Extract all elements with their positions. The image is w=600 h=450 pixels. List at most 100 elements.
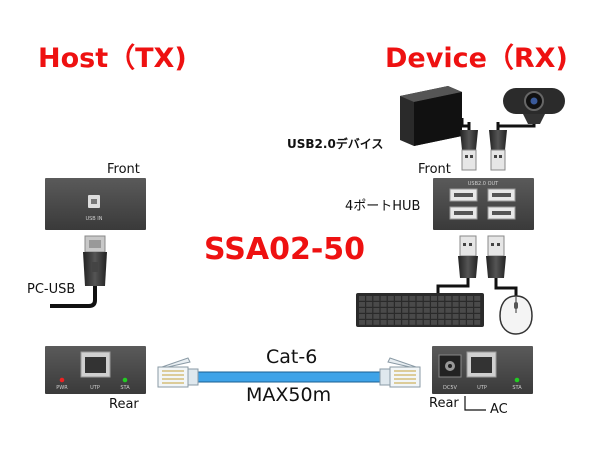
keyboard-key	[380, 320, 387, 325]
keyboard-key	[467, 296, 473, 301]
host-pwr-label: PWR	[56, 385, 68, 391]
hub-usb-ports-icon	[449, 188, 516, 220]
keyboard-key	[459, 308, 466, 313]
keyboard-icon	[356, 293, 484, 327]
keyboard-key	[409, 314, 416, 319]
keyboard-key	[395, 302, 401, 307]
keyboard-key	[474, 296, 481, 301]
keyboard-key	[474, 302, 481, 307]
usb-b-plug-icon	[50, 235, 107, 308]
keyboard-key	[380, 296, 387, 301]
keyboard-key	[431, 302, 437, 307]
keyboard-key	[366, 320, 373, 325]
device-sta-label: STA	[512, 385, 522, 391]
keyboard-key	[467, 314, 473, 319]
keyboard-key	[474, 314, 481, 319]
keyboard-key	[402, 302, 409, 307]
keyboard-key	[452, 308, 459, 313]
keyboard-key	[387, 296, 394, 301]
keyboard-key	[438, 314, 445, 319]
keyboard-key	[395, 296, 401, 301]
keyboard-key	[409, 320, 416, 325]
keyboard-key	[366, 296, 373, 301]
keyboard-key	[416, 308, 423, 313]
keyboard-key	[452, 320, 459, 325]
host-sta-label: STA	[120, 385, 130, 391]
host-port-label: USB IN	[85, 216, 102, 222]
device-utp-label: UTP	[477, 385, 487, 391]
keyboard-key	[423, 320, 430, 325]
host-sta-led-icon	[122, 377, 128, 383]
lan-cable-icon	[157, 357, 421, 388]
keyboard-key	[438, 320, 445, 325]
keyboard-key	[380, 308, 387, 313]
keyboard-key	[373, 314, 380, 319]
keyboard-key	[423, 296, 430, 301]
ac-connector-line	[464, 396, 486, 411]
keyboard-key	[409, 302, 416, 307]
host-utp-label: UTP	[90, 385, 100, 391]
keyboard-key	[380, 302, 387, 307]
keyboard-key	[445, 308, 452, 313]
keyboard-key	[387, 314, 394, 319]
keyboard-key	[409, 308, 416, 313]
keyboard-key	[438, 296, 445, 301]
usb-device-label: USB2.0デバイス	[287, 137, 384, 151]
keyboard-key	[431, 296, 437, 301]
keyboard-key	[416, 302, 423, 307]
hub-label: 4ポートHUB	[345, 199, 421, 214]
host-title: Host（TX)	[38, 43, 187, 74]
keyboard-key	[459, 314, 466, 319]
device-front-label: Front	[418, 162, 451, 177]
keyboard-key	[366, 308, 373, 313]
mouse-icon	[499, 295, 533, 335]
keyboard-key	[423, 302, 430, 307]
keyboard-key	[359, 302, 365, 307]
keyboard-key	[459, 296, 466, 301]
keyboard-key	[459, 320, 466, 325]
keyboard-key	[359, 320, 365, 325]
keyboard-key	[395, 314, 401, 319]
webcam-icon	[503, 88, 565, 124]
front-usb-plugs-icon	[460, 122, 507, 171]
keyboard-key	[467, 302, 473, 307]
keyboard-key	[431, 320, 437, 325]
keyboard-key	[438, 302, 445, 307]
keyboard-key	[402, 296, 409, 301]
keyboard-key	[431, 314, 437, 319]
pc-usb-label: PC-USB	[27, 282, 76, 297]
keyboard-key	[387, 302, 394, 307]
keyboard-key	[438, 308, 445, 313]
keyboard-key	[395, 308, 401, 313]
hub-port-label: USB2.0 OUT	[468, 181, 499, 187]
keyboard-key	[373, 308, 380, 313]
device-dc-label: DC5V	[443, 385, 458, 391]
keyboard-key	[416, 320, 423, 325]
keyboard-key	[402, 320, 409, 325]
device-sta-led-icon	[514, 377, 520, 383]
keyboard-key	[416, 296, 423, 301]
keyboard-key	[373, 320, 380, 325]
keyboard-key	[366, 302, 373, 307]
ac-label: AC	[490, 402, 508, 417]
hub-usb-plugs-icon	[458, 235, 506, 278]
keyboard-key	[395, 320, 401, 325]
device-hub-unit: USB2.0 OUT	[433, 178, 534, 230]
host-rear-label: Rear	[109, 397, 139, 412]
keyboard-key	[423, 314, 430, 319]
device-rear-unit: DC5V UTP STA	[432, 346, 533, 394]
keyboard-key	[474, 308, 481, 313]
keyboard-key	[373, 296, 380, 301]
keyboard-key	[373, 302, 380, 307]
host-front-unit: USB IN	[45, 178, 146, 230]
keyboard-key	[416, 314, 423, 319]
keyboard-key	[445, 314, 452, 319]
external-hdd-icon	[400, 86, 462, 146]
keyboard-key	[387, 320, 394, 325]
device-rear-label: Rear	[429, 396, 459, 411]
cable-length-label: MAX50m	[246, 384, 332, 406]
keyboard-key	[445, 302, 452, 307]
keyboard-key	[359, 308, 365, 313]
keyboard-key	[474, 320, 481, 325]
